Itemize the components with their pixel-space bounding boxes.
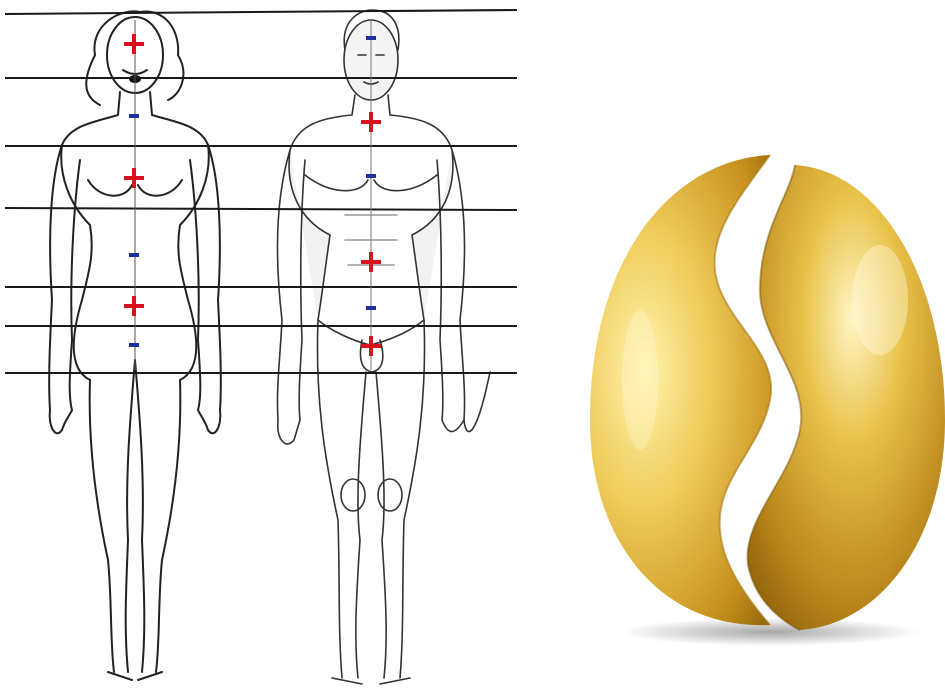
minus-marker-bar xyxy=(366,36,376,40)
male-figure xyxy=(277,10,490,684)
female-feet xyxy=(108,672,162,680)
plus-marker-bar xyxy=(369,112,373,132)
male-feet xyxy=(332,678,410,684)
minus-marker xyxy=(366,36,376,40)
plus-marker-bar xyxy=(132,34,136,54)
plus-marker-bar xyxy=(369,336,373,356)
minus-marker-bar xyxy=(129,253,139,257)
male-legs-inner xyxy=(356,372,386,678)
plus-marker-bar xyxy=(369,252,373,272)
male-right-hand xyxy=(442,372,490,432)
male-right-arm xyxy=(437,150,465,420)
female-right-hand xyxy=(198,410,220,433)
plus-marker xyxy=(124,296,144,316)
female-left-arm xyxy=(49,145,80,410)
egg-highlight-right xyxy=(852,245,908,355)
female-right-arm xyxy=(190,145,221,410)
split-golden-egg-icon xyxy=(560,140,945,650)
plus-marker-bar xyxy=(132,296,136,316)
male-left-arm xyxy=(277,150,305,420)
minus-marker xyxy=(129,114,139,118)
minus-marker-bar xyxy=(366,306,376,310)
plus-marker xyxy=(361,336,381,356)
minus-marker xyxy=(366,306,376,310)
male-left-knee xyxy=(341,479,365,511)
female-legs-outer xyxy=(90,380,181,672)
egg-shadow xyxy=(620,618,920,646)
male-left-hand xyxy=(278,420,300,444)
reference-line xyxy=(5,10,517,14)
minus-marker-bar xyxy=(129,343,139,347)
plus-marker-bar xyxy=(132,168,136,188)
female-left-hand xyxy=(50,410,72,433)
plus-marker xyxy=(361,252,381,272)
male-right-knee xyxy=(378,479,402,511)
minus-marker-bar xyxy=(129,114,139,118)
plus-marker xyxy=(124,34,144,54)
minus-marker-bar xyxy=(366,174,376,178)
plus-marker xyxy=(124,168,144,188)
minus-marker xyxy=(129,253,139,257)
egg-highlight-left xyxy=(622,310,658,450)
female-legs-inner xyxy=(126,360,145,672)
minus-marker xyxy=(366,174,376,178)
minus-marker xyxy=(129,343,139,347)
plus-marker xyxy=(361,112,381,132)
